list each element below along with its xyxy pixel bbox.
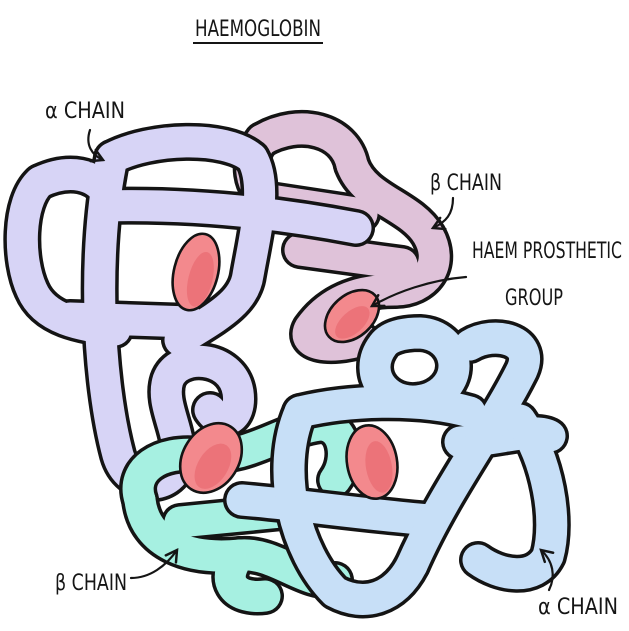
alpha-chain-label-bottom: α CHAIN (538, 595, 618, 620)
chain-segment (375, 333, 454, 401)
beta-chain-label-bottom: β CHAIN (55, 571, 127, 596)
chain-segment (300, 250, 402, 264)
alpha-chain-label-top: α CHAIN (45, 99, 125, 124)
haem-group-label-line-1: HAEM PROSTHETIC (472, 239, 622, 264)
page-title: HAEMOGLOBIN (193, 17, 323, 43)
chain-segment (242, 500, 430, 520)
beta-chain-label-top: β CHAIN (430, 171, 502, 196)
label-beta-chain-top: β CHAIN (430, 171, 502, 228)
haem-group-label-line-2: GROUP (505, 286, 563, 311)
title-text: HAEMOGLOBIN (195, 17, 321, 42)
chain-segment (112, 142, 252, 158)
label-alpha-chain-bottom: α CHAIN (538, 550, 618, 620)
